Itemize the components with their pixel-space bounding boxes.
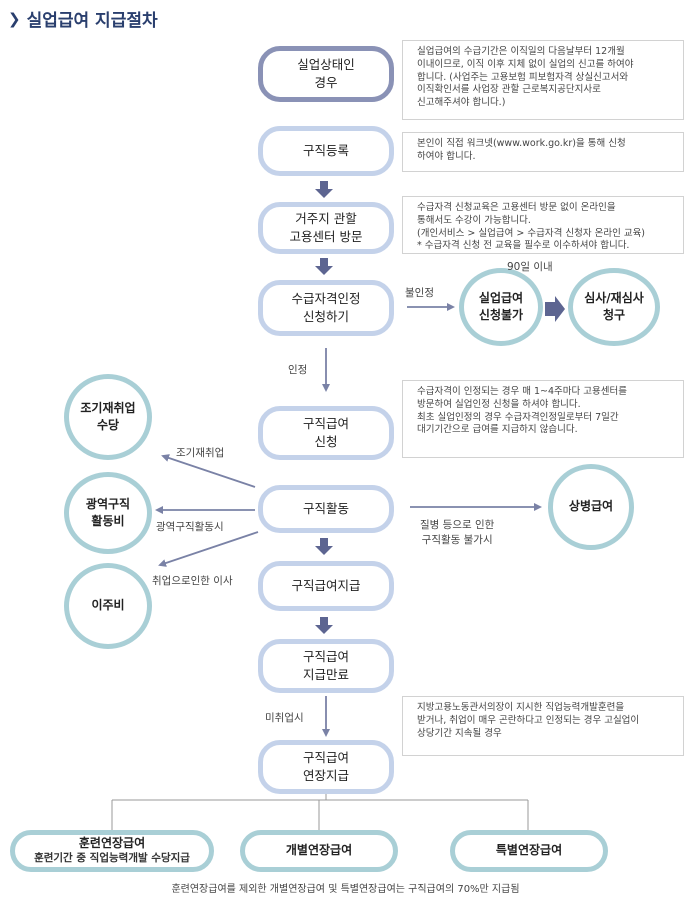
label-approved: 인정	[288, 364, 308, 376]
page-title: ❯ 실업급여 지급절차	[8, 6, 158, 32]
label-sickness: 질병 등으로 인한 구직활동 불가시	[420, 519, 495, 546]
step-extend: 구직급여 연장지급	[258, 740, 394, 794]
note-unemployed: 실업급여의 수급기간은 이직일의 다음날부터 12개월 이내이므로, 이직 이후…	[402, 40, 684, 120]
circle-rejected: 실업급여 신청불가	[459, 268, 543, 346]
label-notemployed: 미취업시	[265, 712, 304, 724]
step-apply: 수급자격인정 신청하기	[258, 280, 394, 336]
extension-special: 특별연장급여	[450, 830, 608, 872]
label-within90: 90일 이내	[507, 261, 553, 273]
step-claim: 구직급여 신청	[258, 406, 394, 460]
label-widejob: 광역구직활동시	[156, 521, 224, 533]
label-earlyjob: 조기재취업	[176, 447, 225, 459]
step-end: 구직급여 지급만료	[258, 639, 394, 693]
extension-special-title: 특별연장급여	[495, 843, 563, 858]
circle-appeal: 심사/재심사 청구	[568, 268, 660, 346]
extension-individual-title: 개별연장급여	[285, 843, 353, 858]
circle-wide: 광역구직 활동비	[64, 472, 152, 554]
chevron-right-icon: ❯	[8, 9, 21, 28]
circle-move: 이주비	[64, 563, 152, 649]
note-extend: 지방고용노동관서의장이 지시한 직업능력개발훈련을 받거나, 취업이 매우 곤란…	[402, 696, 684, 756]
note-visit: 수급자격 신청교육은 고용센터 방문 없이 온라인을 통해서도 수강이 가능합니…	[402, 196, 684, 254]
step-visit: 거주지 관할 고용센터 방문	[258, 202, 394, 254]
down-arrows	[315, 181, 565, 634]
note-claim: 수급자격이 인정되는 경우 매 1~4주마다 고용센터를 방문하여 실업인정 신…	[402, 380, 684, 458]
step-activity: 구직활동	[258, 485, 394, 533]
page-title-text: 실업급여 지급절차	[26, 11, 158, 31]
extension-training-sub: 훈련기간 중 직업능력개발 수당지급	[34, 851, 190, 864]
extension-training-title: 훈련연장급여	[78, 836, 146, 851]
footnote: 훈련연장급여를 제외한 개별연장급여 및 특별연장급여는 구직급여의 70%만 …	[171, 884, 520, 895]
extension-training: 훈련연장급여 훈련기간 중 직업능력개발 수당지급	[10, 830, 214, 872]
step-pay: 구직급여지급	[258, 561, 394, 611]
label-disapproved: 불인정	[405, 287, 434, 299]
note-register: 본인이 직접 워크넷(www.work.go.kr)을 통해 신청 하여야 합니…	[402, 132, 684, 172]
label-relocate: 취업으로인한 이사	[152, 575, 233, 587]
step-unemployed: 실업상태인 경우	[258, 46, 394, 102]
step-register: 구직등록	[258, 126, 394, 176]
circle-sick: 상병급여	[548, 464, 634, 550]
circle-early: 조기재취업 수당	[64, 374, 152, 460]
extension-individual: 개별연장급여	[240, 830, 398, 872]
